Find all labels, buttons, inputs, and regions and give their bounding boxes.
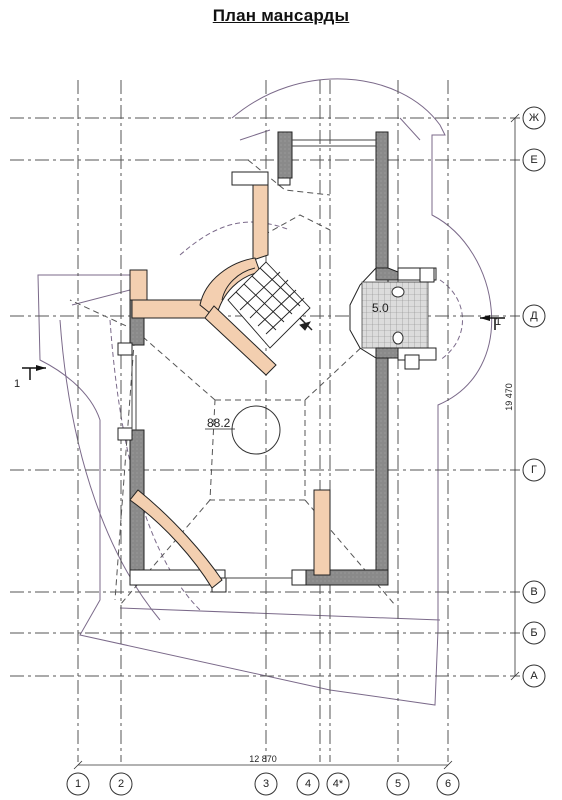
skylight-circle [231, 405, 281, 455]
axis-bubbles-horizontal: Ж Е Д Г В Б А [522, 106, 546, 688]
svg-text:1: 1 [14, 378, 20, 390]
axis-bubble-a: А [522, 664, 546, 688]
axis-bubble-e: Е [522, 148, 546, 172]
axis-bubble-v: В [522, 580, 546, 604]
axis-bubbles-vertical: 1 2 3 4 4* 5 6 [66, 772, 460, 796]
axis-bubble-b: Б [522, 621, 546, 645]
svg-text:Г: Г [531, 464, 537, 476]
roof-framing [69, 159, 396, 606]
svg-text:5: 5 [395, 778, 401, 790]
svg-text:А: А [530, 670, 538, 682]
roof-outline [37, 78, 493, 706]
svg-text:Д: Д [530, 310, 538, 322]
exterior-walls [117, 131, 389, 593]
svg-text:Б: Б [530, 627, 537, 639]
room-area-bathroom: 5.0 [372, 301, 389, 315]
section-mark-right: 1 [480, 315, 505, 330]
svg-text:4*: 4* [333, 778, 344, 790]
axis-bubble-4star: 4* [326, 772, 350, 796]
axis-lines-horizontal [10, 117, 520, 677]
interior-walls [129, 171, 331, 589]
svg-text:3: 3 [263, 778, 269, 790]
svg-text:6: 6 [445, 778, 451, 790]
axis-bubble-3: 3 [254, 772, 278, 796]
staircase [221, 261, 313, 349]
svg-text:В: В [530, 586, 537, 598]
axis-bubble-zh: Ж [522, 106, 546, 130]
overall-height-label: 19 470 [504, 383, 514, 411]
drawing-title: План мансарды [212, 6, 350, 25]
axis-bubble-d: Д [522, 304, 546, 328]
svg-text:1: 1 [75, 778, 81, 790]
axis-bubble-6: 6 [436, 772, 460, 796]
axis-bubble-5: 5 [386, 772, 410, 796]
svg-text:Ж: Ж [529, 112, 539, 124]
bathroom [349, 267, 437, 370]
svg-text:1: 1 [495, 316, 501, 328]
axis-bubble-g: Г [522, 458, 546, 482]
dimension-lines [73, 113, 520, 770]
axis-bubble-1: 1 [66, 772, 90, 796]
axis-bubble-4: 4 [296, 772, 320, 796]
axis-bubble-2: 2 [109, 772, 133, 796]
overall-width-label: 12 870 [249, 754, 277, 764]
section-mark-left: 1 [14, 365, 46, 390]
room-area-hall: 88.2 [207, 416, 231, 430]
svg-text:4: 4 [305, 778, 311, 790]
svg-text:Е: Е [530, 154, 537, 166]
svg-text:2: 2 [118, 778, 124, 790]
